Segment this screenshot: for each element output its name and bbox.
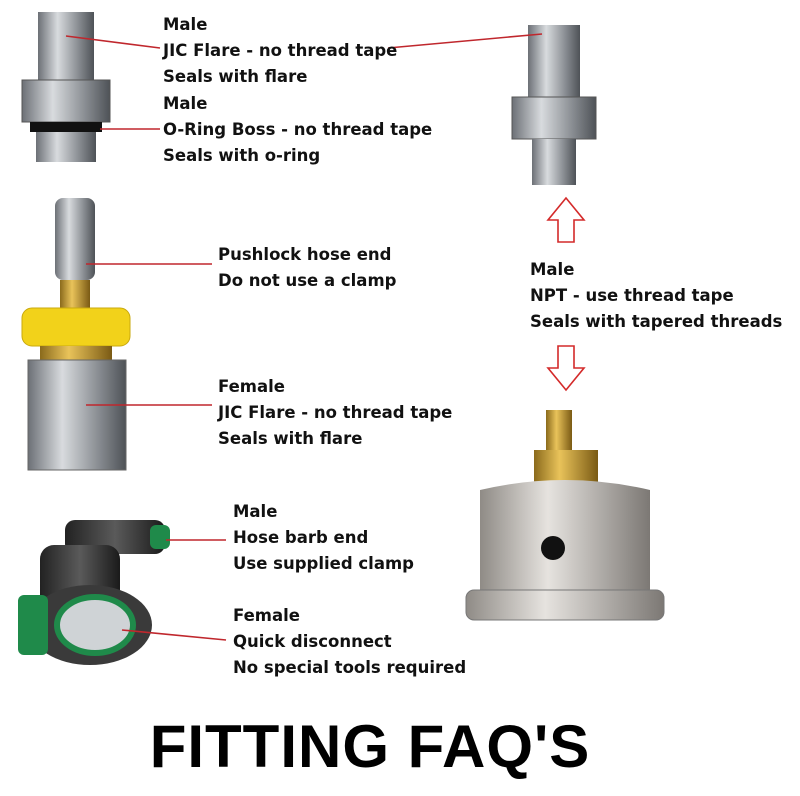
npt-adapter-image bbox=[511, 25, 597, 185]
label-line: Use supplied clamp bbox=[233, 554, 414, 573]
npt-label: Male NPT - use thread tape Seals with ta… bbox=[530, 257, 782, 335]
jic-orb-fitting-image bbox=[21, 12, 111, 162]
label-line: NPT - use thread tape bbox=[530, 286, 734, 305]
label-line: Seals with flare bbox=[163, 67, 308, 86]
label-line: Female bbox=[233, 606, 300, 625]
label-line: Male bbox=[233, 502, 278, 521]
label-line: No special tools required bbox=[233, 658, 467, 677]
label-line: Male bbox=[163, 94, 208, 113]
label-line: Male bbox=[163, 15, 208, 34]
pushlock-label: Pushlock hose end Do not use a clamp bbox=[218, 242, 396, 294]
male-orb-label: Male O-Ring Boss - no thread tape Seals … bbox=[163, 91, 432, 169]
leader-lines bbox=[65, 33, 543, 641]
quick-disconnect-image bbox=[18, 520, 170, 665]
label-line: JIC Flare - no thread tape bbox=[163, 41, 398, 60]
regulator-image bbox=[465, 410, 665, 621]
label-line: Female bbox=[218, 377, 285, 396]
label-line: Seals with tapered threads bbox=[530, 312, 783, 331]
quick-disconnect-label: Female Quick disconnect No special tools… bbox=[233, 603, 466, 681]
label-line: O-Ring Boss - no thread tape bbox=[163, 120, 433, 139]
pushlock-fitting-image bbox=[21, 198, 131, 471]
label-line: Male bbox=[530, 260, 575, 279]
label-line: Pushlock hose end bbox=[218, 245, 392, 264]
label-line: Seals with o-ring bbox=[163, 146, 321, 165]
page-title: FITTING FAQ'S bbox=[149, 713, 591, 780]
female-jic-label: Female JIC Flare - no thread tape Seals … bbox=[218, 374, 452, 452]
male-jic-label: Male JIC Flare - no thread tape Seals wi… bbox=[163, 12, 397, 90]
label-line: JIC Flare - no thread tape bbox=[218, 403, 453, 422]
hose-barb-label: Male Hose barb end Use supplied clamp bbox=[233, 499, 414, 577]
label-line: Hose barb end bbox=[233, 528, 369, 547]
label-line: Seals with flare bbox=[218, 429, 363, 448]
up-arrow-icon bbox=[546, 196, 586, 243]
down-arrow-icon bbox=[546, 345, 586, 392]
label-line: Quick disconnect bbox=[233, 632, 392, 651]
label-line: Do not use a clamp bbox=[218, 271, 397, 290]
